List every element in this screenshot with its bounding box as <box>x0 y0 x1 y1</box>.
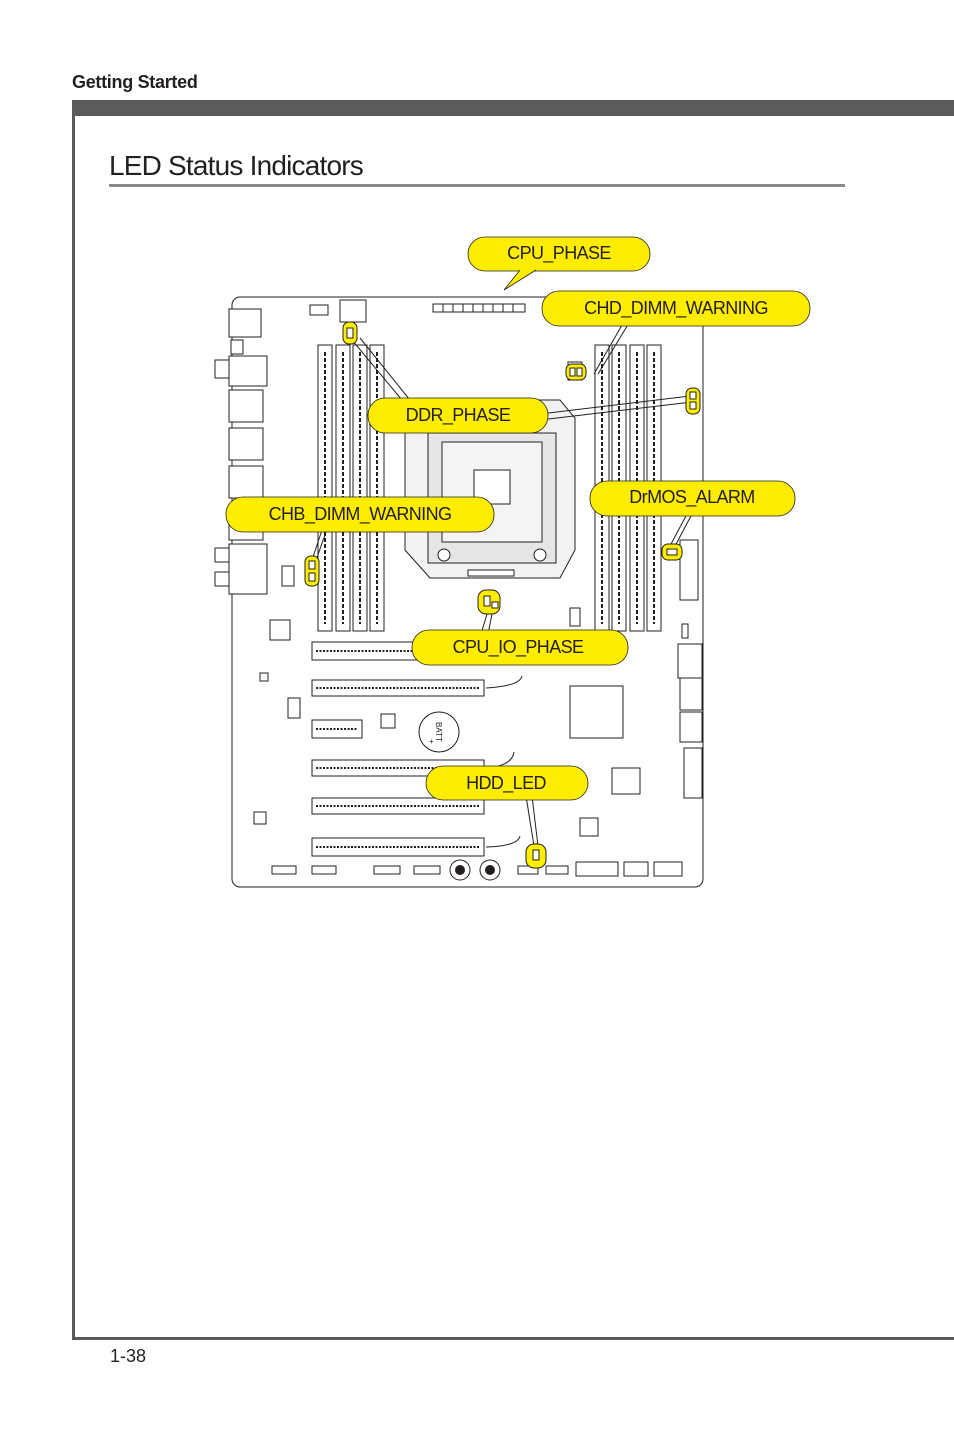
bottom-rule <box>72 1337 954 1340</box>
callout-chb-dimm-warning-text: CHB_DIMM_WARNING <box>269 504 452 525</box>
header-section-label: Getting Started <box>72 72 198 92</box>
battery <box>418 711 460 753</box>
callout-cpu-phase-text: CPU_PHASE <box>507 243 611 264</box>
battery-plus: + <box>429 737 434 746</box>
callout-cpu-io-phase <box>411 629 629 666</box>
callout-cpu-phase <box>467 236 651 272</box>
page-number: 1-38 <box>110 1346 147 1366</box>
callout-cpu-io-phase-text: CPU_IO_PHASE <box>453 637 584 658</box>
left-margin-rule <box>72 100 75 1340</box>
title-underline <box>109 184 845 187</box>
header-bar <box>72 100 954 116</box>
callout-hdd-led-text: HDD_LED <box>466 773 546 794</box>
cpu-phase-led-bar <box>432 303 526 313</box>
callout-chd-dimm-warning <box>541 290 811 327</box>
cpu-socket <box>404 399 576 579</box>
callout-chd-dimm-warning-text: CHD_DIMM_WARNING <box>584 298 768 319</box>
atx-power-connector <box>679 539 699 601</box>
section-title: LED Status Indicators <box>109 150 364 181</box>
callout-ddr-phase <box>367 397 549 434</box>
callout-hdd-led <box>425 765 589 801</box>
chipset-and-components <box>253 361 703 837</box>
battery-label: BATT <box>434 722 443 742</box>
callout-bubbles <box>225 236 811 801</box>
callout-drmos-alarm-text: DrMOS_ALARM <box>629 487 754 508</box>
callout-drmos-alarm <box>589 480 796 517</box>
callout-chb-dimm-warning <box>225 496 495 533</box>
callout-ddr-phase-text: DDR_PHASE <box>406 405 511 426</box>
